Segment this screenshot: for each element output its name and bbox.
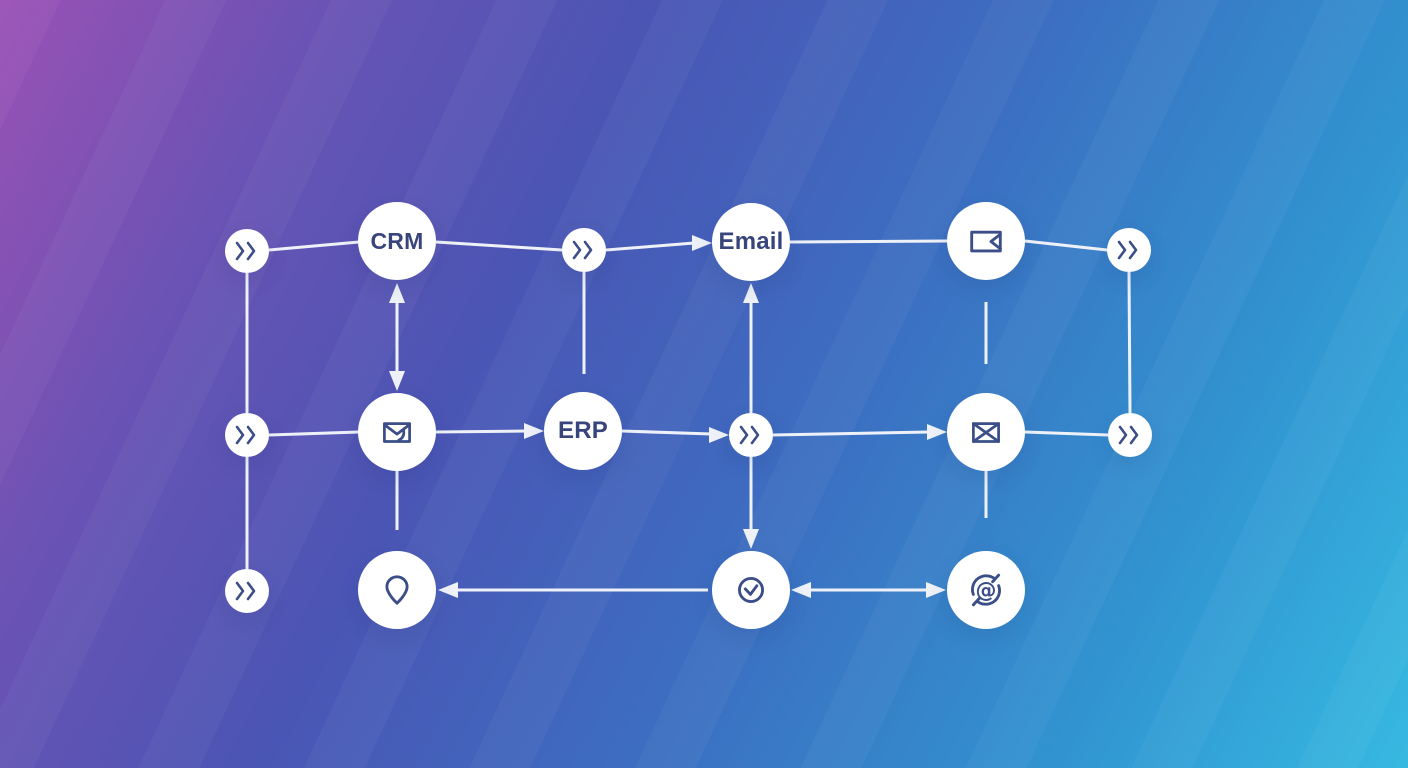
arrowhead-into-crm: [389, 283, 405, 303]
node-task-check: [712, 551, 790, 629]
edge-video-relay3: [1024, 239, 1108, 252]
erp-label: ERP: [558, 417, 608, 444]
arrowhead-into-email-left: [692, 235, 712, 251]
relay-node-6: [1108, 413, 1152, 457]
edge-relay4-mail: [268, 430, 360, 437]
video-message-icon: [970, 230, 1002, 253]
node-mail-notification: [358, 393, 436, 471]
at-sync-icon: @: [971, 573, 1001, 607]
relay-node-4: [225, 413, 269, 457]
double-chevron-icon: [1117, 240, 1138, 260]
edge-relay3-relay6: [1127, 271, 1132, 414]
email-label: Email: [718, 228, 784, 255]
double-chevron-icon: [572, 240, 593, 260]
relay-node-7: [225, 569, 269, 613]
arrowhead-into-check-right: [791, 582, 811, 598]
edge-email-video: [789, 239, 948, 244]
node-video-message: [947, 202, 1025, 280]
arrowhead-into-relay5: [709, 427, 729, 443]
edge-envelope-relay6: [1024, 430, 1109, 437]
double-chevron-icon: [235, 581, 256, 601]
node-at-sync: @: [947, 551, 1025, 629]
mail-x-icon: [972, 422, 1000, 443]
edge-relay2-email: [605, 241, 695, 252]
arrowhead-into-location: [438, 582, 458, 598]
arrowhead-into-atsync: [926, 582, 946, 598]
node-email: Email: [712, 203, 790, 281]
arrowhead-into-check: [743, 529, 759, 549]
double-chevron-icon: [739, 425, 760, 445]
double-chevron-icon: [1118, 425, 1139, 445]
mail-swoosh-icon: [383, 422, 411, 443]
double-chevron-icon: [235, 425, 256, 445]
svg-text:@: @: [976, 579, 997, 603]
double-chevron-icon: [235, 241, 256, 261]
node-location: [358, 551, 436, 629]
arrowhead-into-envelope: [927, 424, 947, 440]
location-pin-icon: [385, 575, 409, 605]
crm-label: CRM: [370, 227, 424, 254]
check-circle-icon: [738, 577, 764, 603]
relay-node-3: [1107, 228, 1151, 272]
arrowhead-into-erp: [524, 423, 544, 439]
node-crm: CRM: [358, 202, 436, 280]
edge-relay1-crm: [268, 240, 360, 252]
edge-erp-relay5-shaft: [621, 429, 712, 436]
node-erp: ERP: [544, 392, 622, 470]
relay-node-5: [729, 413, 773, 457]
edge-crm-relay2: [435, 240, 563, 252]
relay-node-1: [225, 229, 269, 273]
edge-mail-erp-shaft: [435, 429, 527, 434]
arrowhead-into-mail-notification: [389, 371, 405, 391]
node-mail-envelope: [947, 393, 1025, 471]
relay-node-2: [562, 228, 606, 272]
arrowhead-into-email-bottom: [743, 283, 759, 303]
edge-relay5-envelope-shaft: [772, 430, 930, 437]
